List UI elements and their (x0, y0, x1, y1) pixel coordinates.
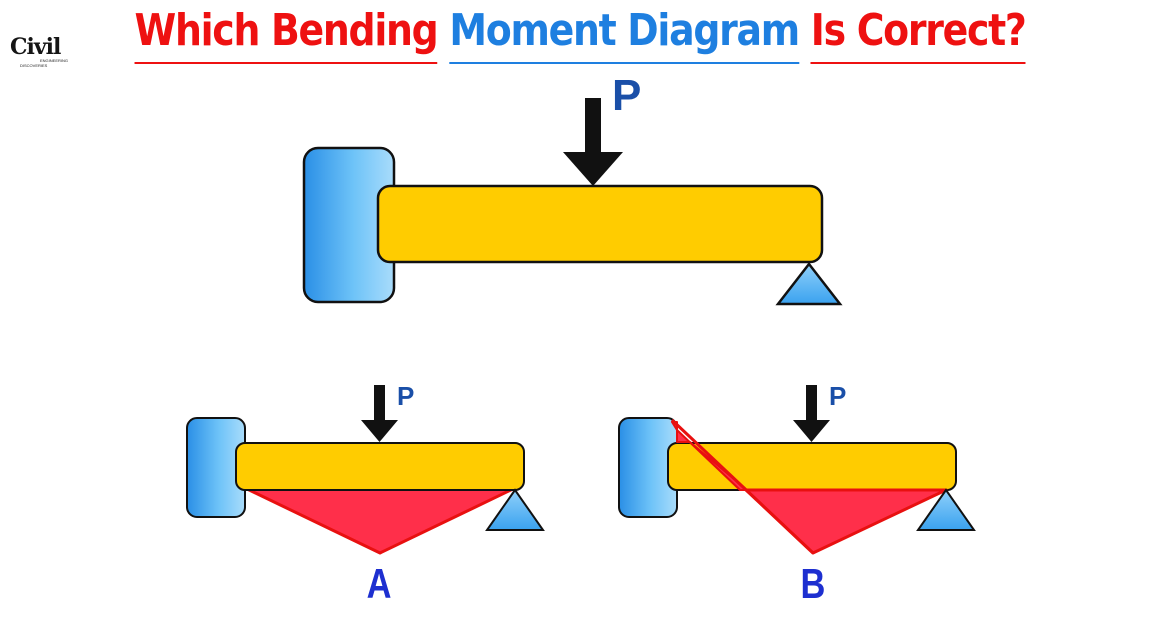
option-a-label: A (367, 561, 392, 608)
option-b-moment-diagram-positive (744, 488, 948, 555)
option-b-load-label: P (829, 381, 846, 411)
page-title: Which Bending Moment Diagram Is Correct? (134, 2, 1027, 64)
main-load-label: P (612, 71, 641, 120)
option-a-beam (235, 442, 525, 491)
option-a-moment-diagram (243, 486, 517, 555)
title-part-3: Is Correct? (810, 2, 1027, 64)
option-b-beam (667, 442, 957, 491)
main-roller-support-icon (775, 261, 843, 306)
option-a-group: P A (186, 381, 545, 608)
brand-logo: Civil ENGINEERING DISCOVERIES (10, 36, 70, 68)
option-a-roller-support-icon (485, 488, 545, 531)
title-part-2: Moment Diagram (449, 2, 800, 64)
option-b-moment-line (670, 418, 815, 555)
logo-subtitle-2: DISCOVERIES (20, 63, 48, 68)
title-bar: Which Bending Moment Diagram Is Correct? (110, 2, 1050, 64)
logo-text: Civil (10, 34, 61, 60)
option-b-label: B (801, 561, 826, 608)
logo-subtitle-1: ENGINEERING (40, 58, 69, 63)
main-beam-group: P (302, 71, 843, 306)
option-b-group: P B (618, 381, 976, 608)
option-b-roller-support-icon (916, 488, 976, 531)
title-part-1: Which Bending (134, 2, 439, 64)
option-a-load-down-arrow-icon (361, 385, 398, 442)
main-beam (376, 184, 824, 264)
main-load-down-arrow-icon (563, 98, 623, 186)
option-a-load-label: P (397, 381, 414, 411)
option-b-load-down-arrow-icon (793, 385, 830, 442)
